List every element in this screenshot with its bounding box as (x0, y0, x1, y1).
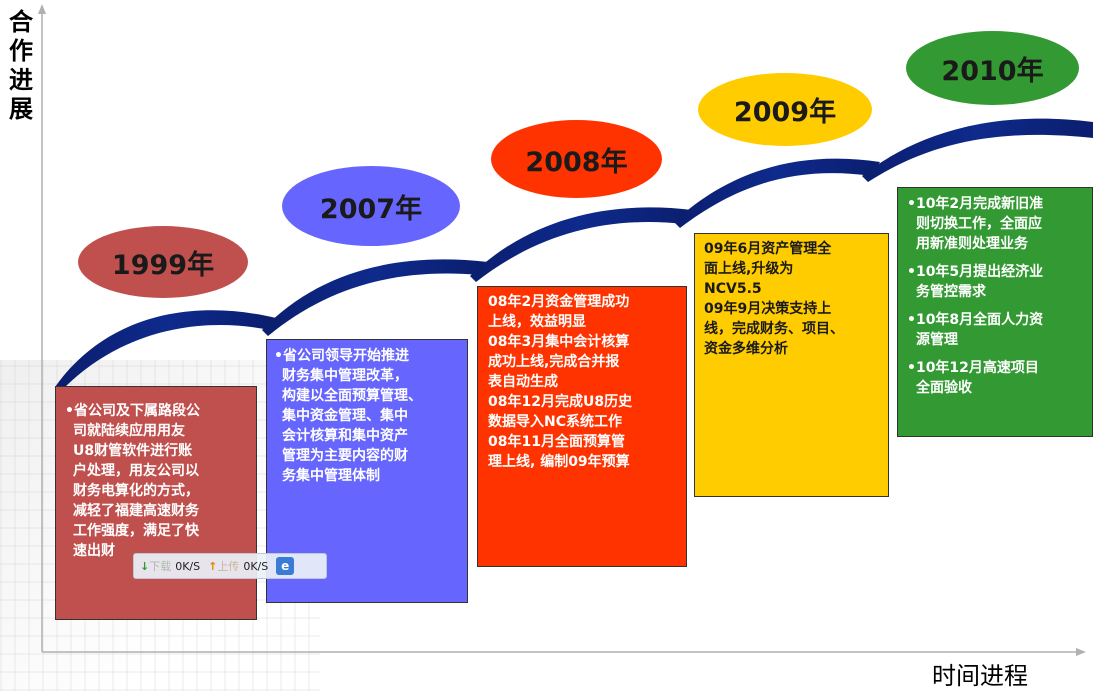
x-axis-arrow (1076, 648, 1086, 656)
milestone-2010-line: 源管理 (916, 332, 958, 348)
browser-icon[interactable]: e (276, 557, 295, 575)
milestone-2010-line: 则切换工作，全面应 (916, 216, 1042, 232)
milestone-2010-line: •10年5月提出经济业 (907, 264, 1044, 280)
milestone-2007-line: 集中资金管理、集中 (282, 408, 408, 424)
download-speed: 0K/S (175, 559, 201, 573)
milestone-2010-line: •10年12月高速项目 (907, 360, 1039, 376)
x-axis-label: 时间进程 (932, 662, 1028, 690)
milestone-2009-line: NCV5.5 (704, 281, 762, 297)
milestone-2008-line: 08年12月完成U8历史 (488, 394, 633, 410)
milestone-2007-line: •省公司领导开始推进 (274, 348, 409, 364)
wave-segment-1 (55, 310, 276, 392)
milestone-2007-line: 务集中管理体制 (282, 468, 380, 484)
milestone-2008-line: 理上线, 编制09年预算 (488, 454, 630, 470)
milestone-1999-line: 速出财 (73, 543, 115, 559)
milestone-box-2008: 08年2月资金管理成功 上线，效益明显 08年3月集中会计核算 成功上线,完成合… (477, 286, 687, 567)
year-label-2007: 2007年 (319, 193, 423, 225)
milestone-2007-line: 会计核算和集中资产 (282, 428, 408, 444)
year-label-2009: 2009年 (733, 97, 837, 128)
milestone-2009-line: 面上线,升级为 (704, 261, 794, 277)
milestone-box-2009: 09年6月资产管理全 面上线,升级为 NCV5.5 09年9月决策支持上 线，完… (694, 233, 889, 497)
milestone-2007-line: 构建以全面预算管理、 (282, 388, 422, 404)
milestone-2009-line: 09年9月决策支持上 (704, 301, 832, 317)
year-ellipse-2010: 2010年 (906, 31, 1079, 105)
milestone-2007-line: 管理为主要内容的财 (282, 448, 408, 464)
milestone-1999-line: 司就陆续应用用友 (73, 423, 185, 439)
year-ellipse-2008: 2008年 (491, 120, 662, 198)
milestone-2010-line: 全面验收 (916, 380, 972, 396)
upload-speed: 0K/S (243, 559, 269, 573)
milestone-2010-line: •10年8月全面人力资 (907, 312, 1044, 328)
year-label-2010: 2010年 (941, 55, 1044, 87)
wave-segment-2 (262, 259, 488, 336)
milestone-1999-line: •省公司及下属路段公 (65, 403, 200, 419)
milestone-2008-line: 表自动生成 (488, 374, 558, 390)
milestone-2007-line: 财务集中管理改革， (282, 368, 408, 384)
milestone-2010-line: 用新准则处理业务 (916, 236, 1028, 252)
download-arrow-icon: ↓ (140, 559, 150, 573)
milestone-1999-line: 减轻了福建高速财务 (73, 503, 199, 519)
milestone-2008-line: 数据导入NC系统工作 (488, 414, 622, 430)
y-axis-arrow (38, 4, 46, 14)
milestone-2010-line: •10年2月完成新旧准 (907, 196, 1044, 212)
wave-segment-4 (674, 158, 880, 228)
milestone-2008-line: 08年2月资金管理成功 (488, 294, 630, 310)
upload-label: 上传 (217, 560, 240, 573)
milestone-box-1999: •省公司及下属路段公 司就陆续应用用友 U8财管软件进行账 户处理，用友公司以 … (55, 386, 257, 620)
milestone-2008-line: 成功上线,完成合并报 (488, 354, 620, 370)
milestone-2010-line: 务管控需求 (916, 284, 986, 300)
milestone-2008-line: 08年11月全面预算管 (488, 434, 625, 450)
wave-segment-3 (470, 207, 692, 282)
year-ellipse-2007: 2007年 (282, 166, 460, 246)
wave-segment-5 (862, 118, 1093, 182)
year-ellipse-1999: 1999年 (78, 226, 248, 298)
download-speed-widget[interactable]: ↓ 下载 0K/S ↑ 上传 0K/S e (133, 553, 327, 579)
milestone-box-2010: •10年2月完成新旧准 则切换工作，全面应 用新准则处理业务 •10年5月提出经… (897, 187, 1093, 437)
year-label-1999: 1999年 (111, 249, 215, 281)
milestone-2008-line: 08年3月集中会计核算 (488, 334, 630, 350)
year-label-2008: 2008年 (525, 146, 628, 178)
year-ellipse-2009: 2009年 (698, 73, 872, 146)
milestone-1999-line: 工作强度，满足了快 (73, 523, 199, 539)
upload-arrow-icon: ↑ (208, 559, 218, 573)
milestone-2009-line: 09年6月资产管理全 (704, 241, 832, 257)
milestone-2009-line: 线，完成财务、项目、 (704, 321, 844, 337)
milestone-1999-line: 财务电算化的方式， (73, 483, 199, 499)
milestone-2009-line: 资金多维分析 (704, 341, 788, 357)
y-axis-label: 合作进展 (9, 8, 33, 123)
milestone-1999-line: 户处理，用友公司以 (73, 463, 199, 479)
milestone-1999-line: U8财管软件进行账 (73, 443, 193, 459)
download-label: 下载 (149, 560, 172, 573)
milestone-2008-line: 上线，效益明显 (488, 314, 586, 330)
